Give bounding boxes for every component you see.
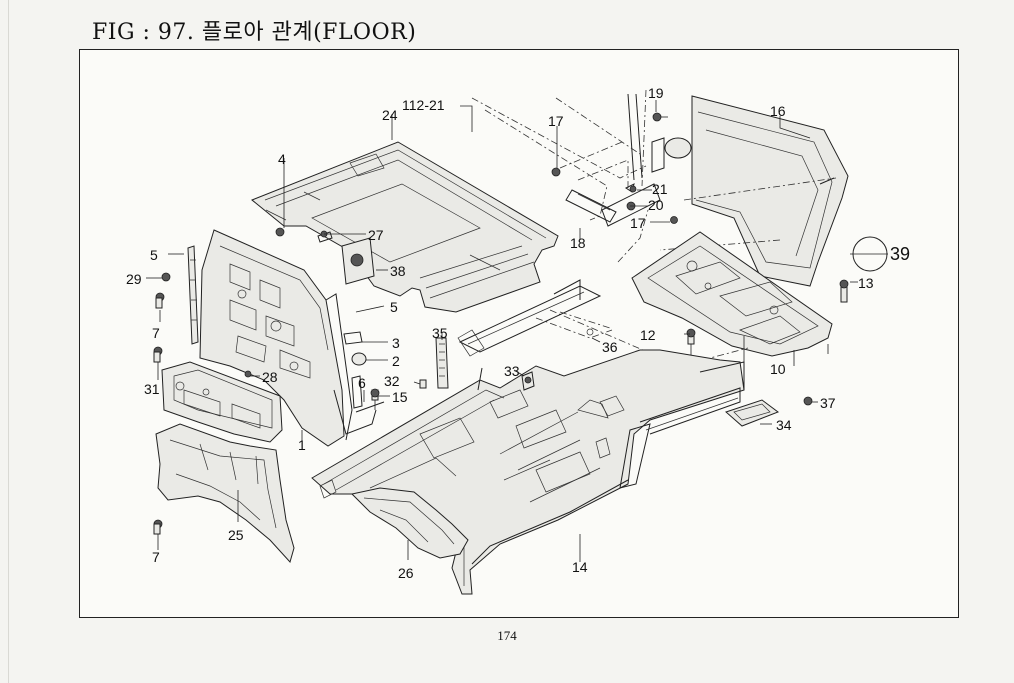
- part-reference-36: [535, 311, 613, 339]
- part-gasket-38: [341, 237, 375, 285]
- callout-112-21: 112-21: [402, 97, 445, 113]
- figure-title: FIG : 97. 플로아 관계(FLOOR): [92, 20, 417, 45]
- floor-exploded-diagram: 112-21 24 17 19 16 21 20 17 18 4 27 5 38…: [126, 85, 910, 595]
- callout-20: 20: [648, 197, 664, 213]
- callout-25: 25: [228, 527, 244, 543]
- callout-5-left: 5: [150, 247, 158, 263]
- callout-32: 32: [384, 373, 400, 389]
- callout-5-right: 5: [390, 299, 398, 315]
- callout-17-top: 17: [548, 113, 564, 129]
- callout-4: 4: [278, 151, 286, 167]
- part-bracket-33: [521, 371, 535, 391]
- part-rear-panel: [659, 95, 849, 287]
- part-small-fittings: [343, 331, 427, 413]
- callout-37: 37: [820, 395, 836, 411]
- callout-18: 18: [570, 235, 586, 251]
- callout-29: 29: [126, 271, 142, 287]
- part-rear-floor-pan: [549, 209, 833, 367]
- callout-7-lower: 7: [152, 549, 160, 565]
- callout-21: 21: [652, 181, 668, 197]
- callout-12: 12: [640, 327, 656, 343]
- part-bolts-rear: [686, 279, 849, 362]
- callout-7-upper: 7: [152, 325, 160, 341]
- callout-34: 34: [776, 417, 792, 433]
- callout-6: 6: [358, 375, 366, 391]
- part-wheelhouse-insulator: [350, 487, 469, 559]
- callout-19: 19: [648, 85, 664, 101]
- callout-1: 1: [298, 437, 306, 453]
- page-number: 174: [497, 628, 517, 643]
- page-edge: [8, 0, 9, 683]
- callout-16: 16: [770, 103, 786, 119]
- part-main-floor-frame: [311, 279, 745, 595]
- callout-2: 2: [392, 353, 400, 369]
- callout-labels: 112-21 24 17 19 16 21 20 17 18 4 27 5 38…: [126, 85, 910, 581]
- part-patch-34: [725, 399, 780, 427]
- callout-39: 39: [890, 244, 910, 264]
- callout-38: 38: [390, 263, 406, 279]
- diagram-frame: 112-21 24 17 19 16 21 20 17 18 4 27 5 38…: [79, 49, 959, 618]
- part-rear-seat-pan-outline: [471, 97, 661, 227]
- callout-31: 31: [144, 381, 160, 397]
- callout-26: 26: [398, 565, 414, 581]
- callout-3: 3: [392, 335, 400, 351]
- callout-13: 13: [858, 275, 874, 291]
- part-dash-panel: [199, 229, 377, 447]
- callout-24: 24: [382, 107, 398, 123]
- callout-15: 15: [392, 389, 408, 405]
- callout-10: 10: [770, 361, 786, 377]
- part-clip-37: [803, 396, 813, 406]
- part-lower-insulator: [155, 423, 295, 564]
- callout-33: 33: [504, 363, 520, 379]
- part-clips-left: [153, 227, 333, 535]
- callout-28: 28: [262, 369, 278, 385]
- callout-14: 14: [572, 559, 588, 575]
- part-strip-5-left: [187, 245, 199, 345]
- callout-35: 35: [432, 325, 448, 341]
- callout-27: 27: [368, 227, 384, 243]
- callout-17-mid: 17: [630, 215, 646, 231]
- part-plate-35: [435, 337, 449, 389]
- part-dash-insulator: [161, 361, 283, 443]
- part-front-floor-panel: [251, 141, 559, 313]
- callout-36: 36: [602, 339, 618, 355]
- leader-lines: [146, 100, 888, 562]
